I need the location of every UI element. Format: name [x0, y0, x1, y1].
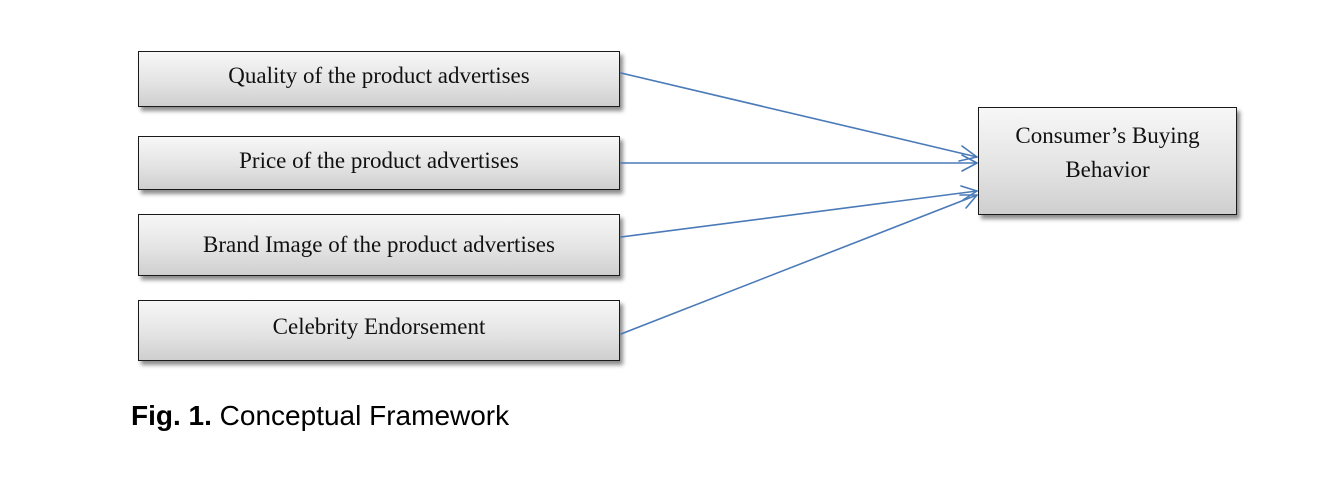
- target-box-consumer-buying-behavior: Consumer’s Buying Behavior: [978, 107, 1237, 215]
- source-label-celebrity: Celebrity Endorsement: [272, 314, 486, 340]
- arrowhead-price: [961, 154, 978, 172]
- source-label-quality: Quality of the product advertises: [228, 62, 530, 88]
- figure-caption-label: Fig. 1.: [131, 400, 212, 431]
- figure-caption: Fig. 1. Conceptual Framework: [131, 400, 509, 432]
- arrow-brand-to-target: [620, 190, 978, 238]
- target-label-line2: Behavior: [1065, 157, 1150, 182]
- source-box-celebrity: Celebrity Endorsement: [138, 300, 620, 361]
- figure-caption-text: Conceptual Framework: [211, 400, 510, 431]
- arrowhead-celebrity: [959, 194, 978, 209]
- target-label-line1: Consumer’s Buying: [1015, 122, 1200, 148]
- source-label-price: Price of the product advertises: [239, 147, 519, 173]
- source-box-brand: Brand Image of the product advertises: [138, 214, 620, 276]
- arrowhead-brand: [960, 185, 978, 201]
- arrow-celebrity-to-target: [620, 194, 978, 335]
- arrow-quality-to-target: [620, 72, 978, 158]
- source-label-brand: Brand Image of the product advertises: [203, 231, 555, 257]
- arrowhead-quality: [958, 145, 978, 162]
- source-box-price: Price of the product advertises: [138, 136, 620, 190]
- source-box-quality: Quality of the product advertises: [138, 51, 620, 107]
